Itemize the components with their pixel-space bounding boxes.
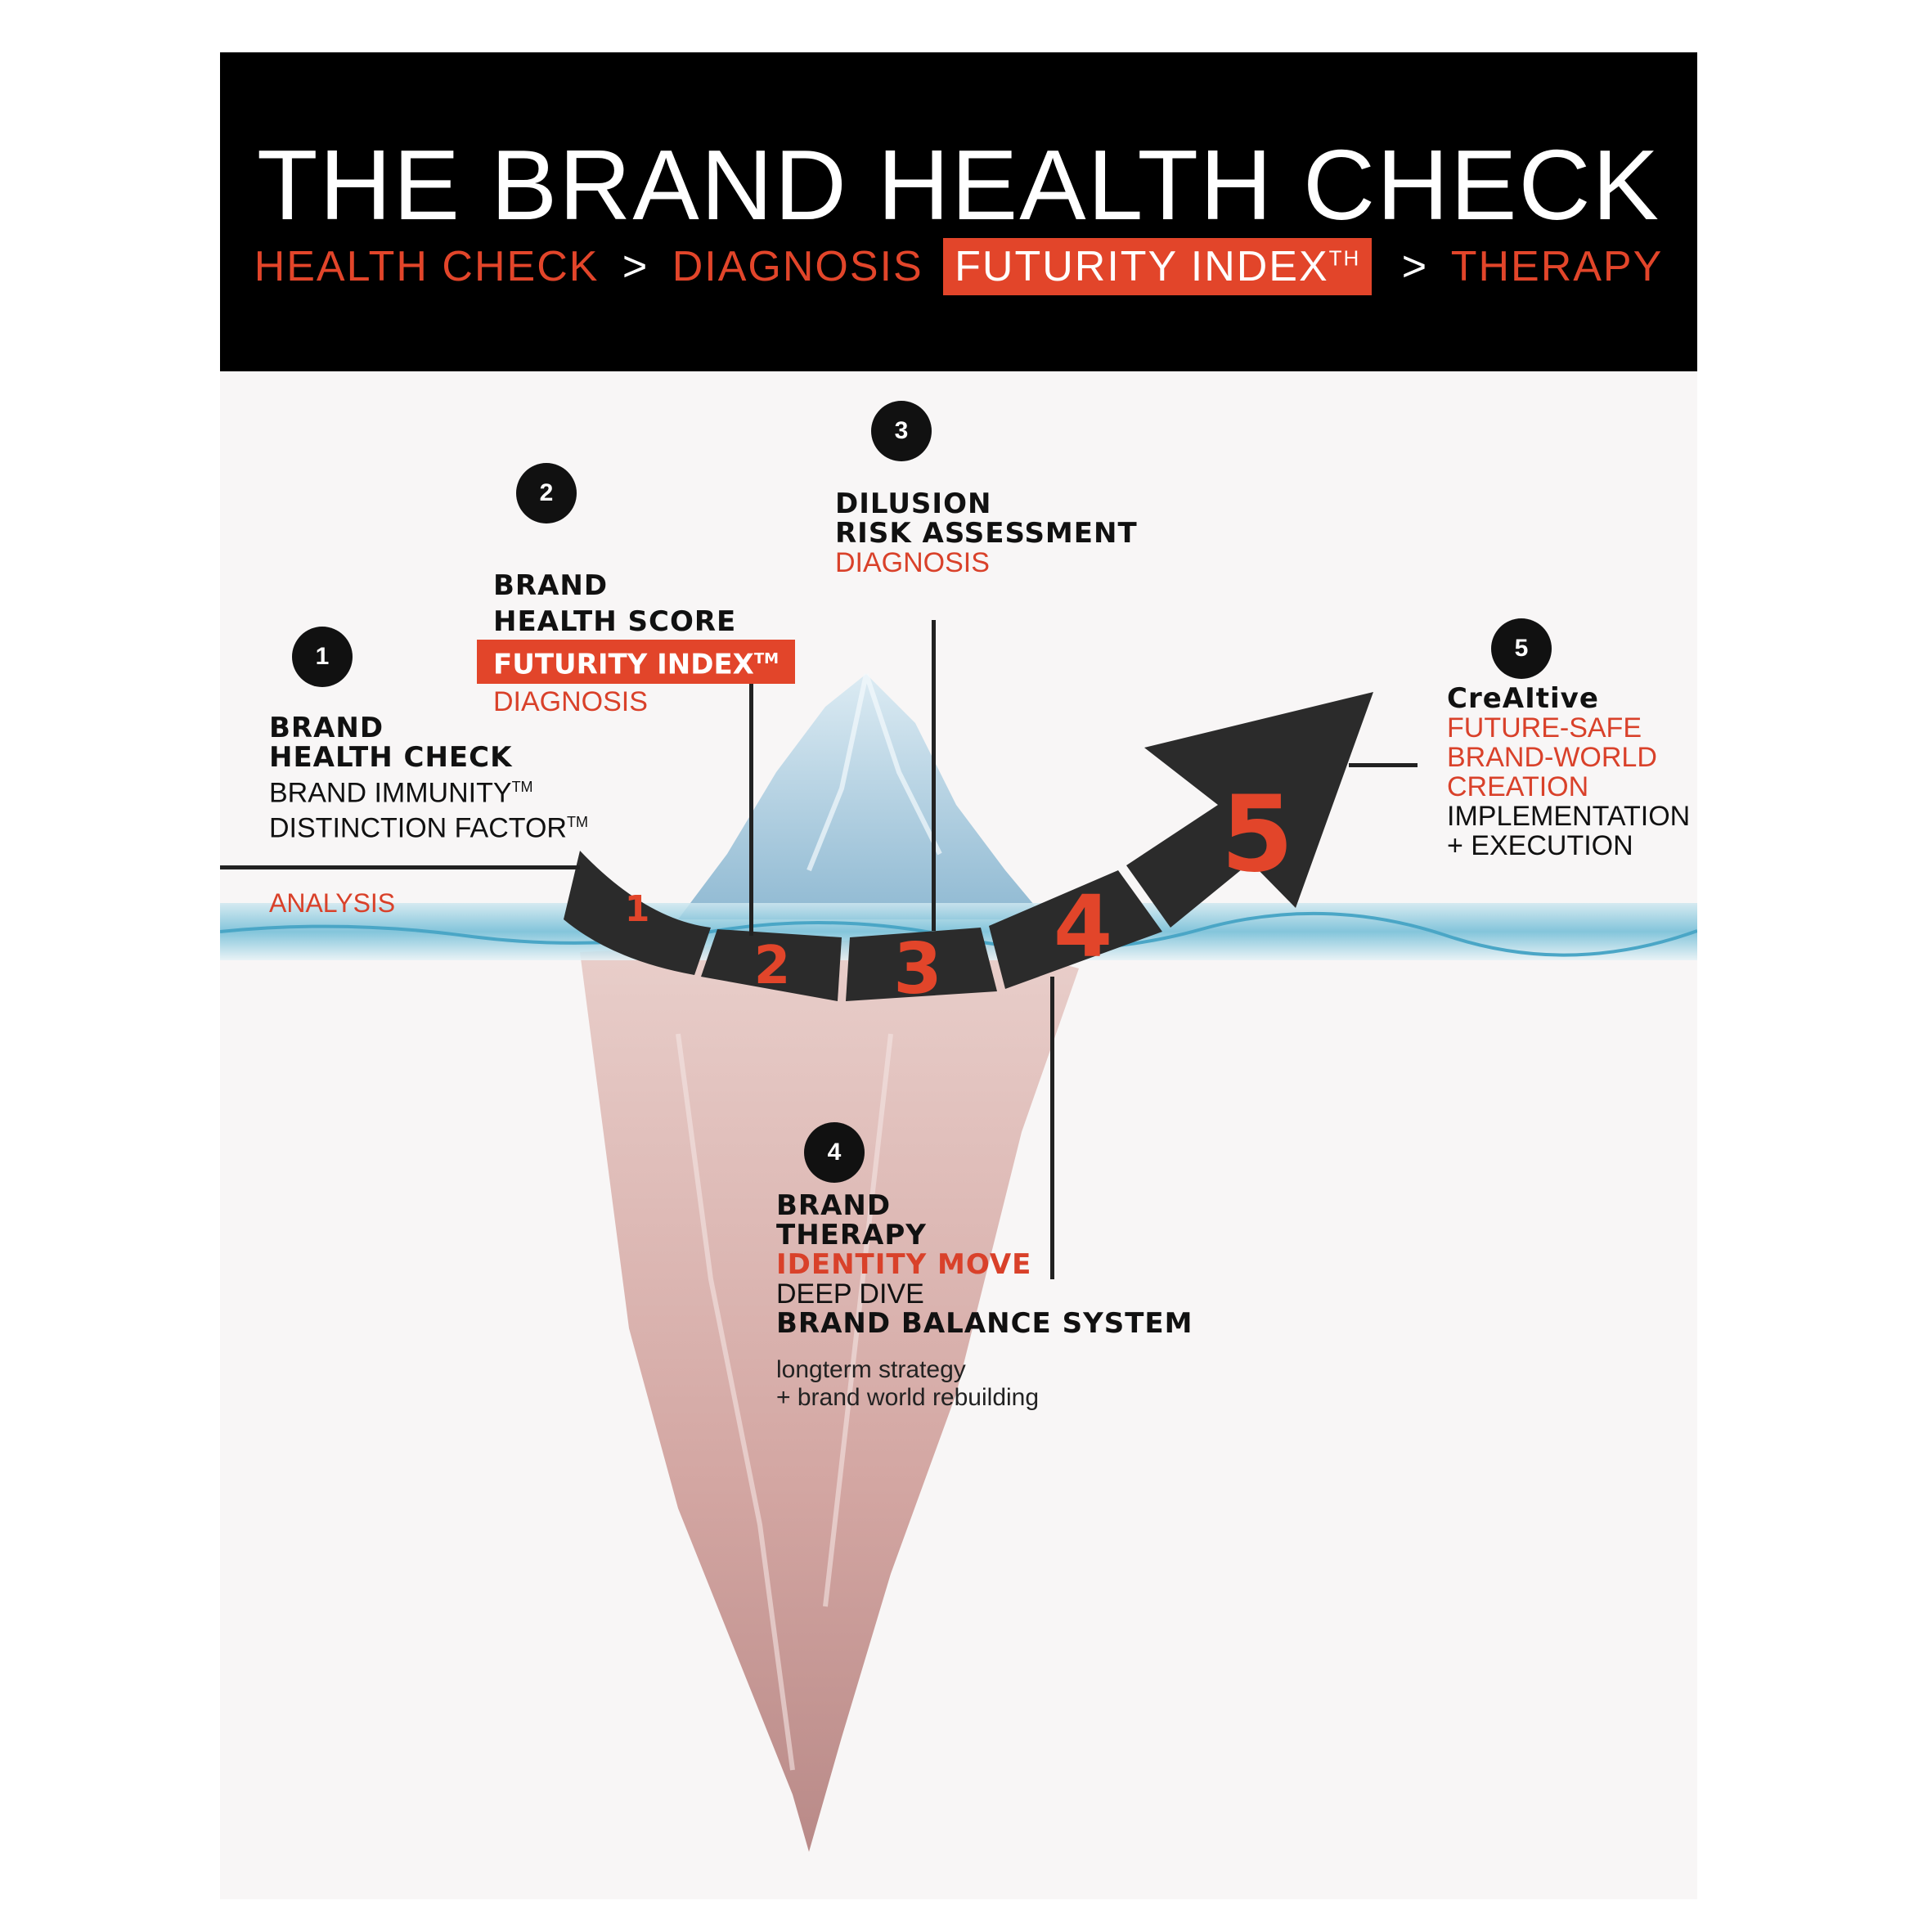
connector-line-5 bbox=[1349, 763, 1418, 767]
arrow-segment-5-head bbox=[1126, 692, 1373, 928]
futurity-index-tag: FUTURITY INDEXTM bbox=[477, 640, 796, 685]
infographic-panel: THE BRAND HEALTH CHECK HEALTH CHECK > DI… bbox=[220, 52, 1697, 1899]
stage-1-line4: DISTINCTION FACTORTM bbox=[269, 807, 588, 844]
arrow-segment-4 bbox=[989, 870, 1162, 989]
stage-1-badge: 1 bbox=[292, 627, 353, 687]
stage-2-line4: DIAGNOSIS bbox=[493, 686, 648, 718]
flow-step-futurity-index: FUTURITY INDEXTH bbox=[943, 238, 1373, 295]
stage-5-badge: 5 bbox=[1491, 618, 1552, 679]
flow-separator: > bbox=[1401, 243, 1429, 290]
iceberg-diagram: 1 2 3 4 5 1 BRAND HEALTH CHECK BRAND IMM… bbox=[220, 52, 1697, 1899]
stage-5-line3: BRAND-WORLD bbox=[1447, 742, 1657, 773]
stage-4-line3: IDENTITY MOVE bbox=[776, 1248, 1032, 1281]
futurity-index-tag-mark: TM bbox=[753, 650, 780, 667]
stage-1-title-line2: HEALTH CHECK bbox=[269, 741, 513, 774]
stage-2-badge: 2 bbox=[516, 463, 577, 523]
stage-1-note: ANALYSIS bbox=[269, 888, 396, 918]
header-bar: THE BRAND HEALTH CHECK HEALTH CHECK > DI… bbox=[220, 52, 1697, 371]
connector-line-2 bbox=[749, 674, 753, 936]
stage-3-title-line2: RISK ASSESSMENT bbox=[835, 517, 1138, 550]
connector-line-3 bbox=[932, 620, 936, 931]
stage-5-line5: IMPLEMENTATION bbox=[1447, 801, 1691, 832]
connector-line-1 bbox=[220, 865, 580, 869]
flow-step-diagnosis: DIAGNOSIS bbox=[672, 243, 923, 290]
stage-4-line5: BRAND BALANCE SYSTEM bbox=[776, 1307, 1193, 1340]
stage-4-label: BRAND THERAPY IDENTITY MOVE DEEP DIVE BR… bbox=[776, 1191, 1193, 1412]
page-title: THE BRAND HEALTH CHECK bbox=[256, 129, 1661, 240]
stage-5-label: CreAItive FUTURE-SAFE BRAND-WORLD CREATI… bbox=[1447, 684, 1690, 860]
stage-4-badge: 4 bbox=[804, 1122, 865, 1183]
stage-1-line4-mark: TM bbox=[566, 814, 588, 831]
iceberg-underwater bbox=[580, 936, 1079, 1852]
stage-3-title-line1: DILUSION bbox=[835, 487, 992, 520]
stage-3-line3: DIAGNOSIS bbox=[835, 547, 990, 578]
stage-1-line3-mark: TM bbox=[511, 779, 533, 795]
arrow-step-1: 1 bbox=[625, 888, 650, 930]
process-arrow: 1 2 3 4 5 bbox=[564, 692, 1373, 1010]
stage-4-note1: longterm strategy bbox=[776, 1356, 966, 1383]
stage-2-title-line1: BRAND bbox=[493, 569, 609, 602]
stage-2-label: BRAND HEALTH SCORE FUTURITY INDEXTM DIAG… bbox=[477, 568, 796, 720]
connector-line-4 bbox=[1050, 977, 1054, 1279]
arrow-step-4: 4 bbox=[1054, 877, 1112, 977]
stage-4-title-line1: BRAND bbox=[776, 1189, 892, 1222]
iceberg-graphic: 1 2 3 4 5 bbox=[220, 673, 1697, 1852]
arrow-segment-1 bbox=[564, 851, 711, 975]
flow-step-futurity-mark: TH bbox=[1328, 245, 1361, 271]
futurity-index-tag-text: FUTURITY INDEX bbox=[493, 648, 754, 681]
flow-step-health-check: HEALTH CHECK bbox=[254, 243, 600, 290]
stage-1-line4-text: DISTINCTION FACTOR bbox=[269, 812, 567, 844]
stage-3-label: DILUSION RISK ASSESSMENT DIAGNOSIS bbox=[835, 489, 1138, 577]
flow-step-futurity-label: FUTURITY INDEX bbox=[955, 243, 1329, 290]
arrow-step-5: 5 bbox=[1220, 774, 1293, 896]
arrow-step-3: 3 bbox=[893, 928, 942, 1010]
stage-4-note2: + brand world rebuilding bbox=[776, 1384, 1040, 1411]
stage-5-line4: CREATION bbox=[1447, 771, 1589, 802]
arrow-segment-2 bbox=[701, 929, 842, 1001]
stage-1-line3-text: BRAND IMMUNITY bbox=[269, 777, 512, 809]
stage-2-tag-row: FUTURITY INDEXTM bbox=[477, 640, 796, 685]
iceberg-tip bbox=[678, 674, 1046, 919]
flow-step-therapy: THERAPY bbox=[1450, 243, 1664, 290]
stage-1-line3: BRAND IMMUNITYTM bbox=[269, 772, 588, 807]
stage-2-title-line2: HEALTH SCORE bbox=[493, 605, 737, 638]
arrow-step-2: 2 bbox=[754, 936, 791, 996]
flow-separator: > bbox=[622, 243, 649, 290]
stage-1-label: BRAND HEALTH CHECK BRAND IMMUNITYTM DIST… bbox=[269, 713, 588, 843]
process-flow: HEALTH CHECK > DIAGNOSIS FUTURITY INDEXT… bbox=[220, 238, 1697, 295]
stage-5-title-line1: CreAItive bbox=[1447, 682, 1599, 715]
stage-5-line6: + EXECUTION bbox=[1447, 830, 1633, 861]
stage-5-line2: FUTURE-SAFE bbox=[1447, 712, 1642, 744]
stage-3-badge: 3 bbox=[871, 401, 932, 461]
stage-4-title-line2: THERAPY bbox=[776, 1219, 927, 1251]
arrow-segment-3 bbox=[846, 928, 997, 1001]
stage-4-line4: DEEP DIVE bbox=[776, 1278, 924, 1310]
stage-1-title-line1: BRAND bbox=[269, 712, 384, 744]
